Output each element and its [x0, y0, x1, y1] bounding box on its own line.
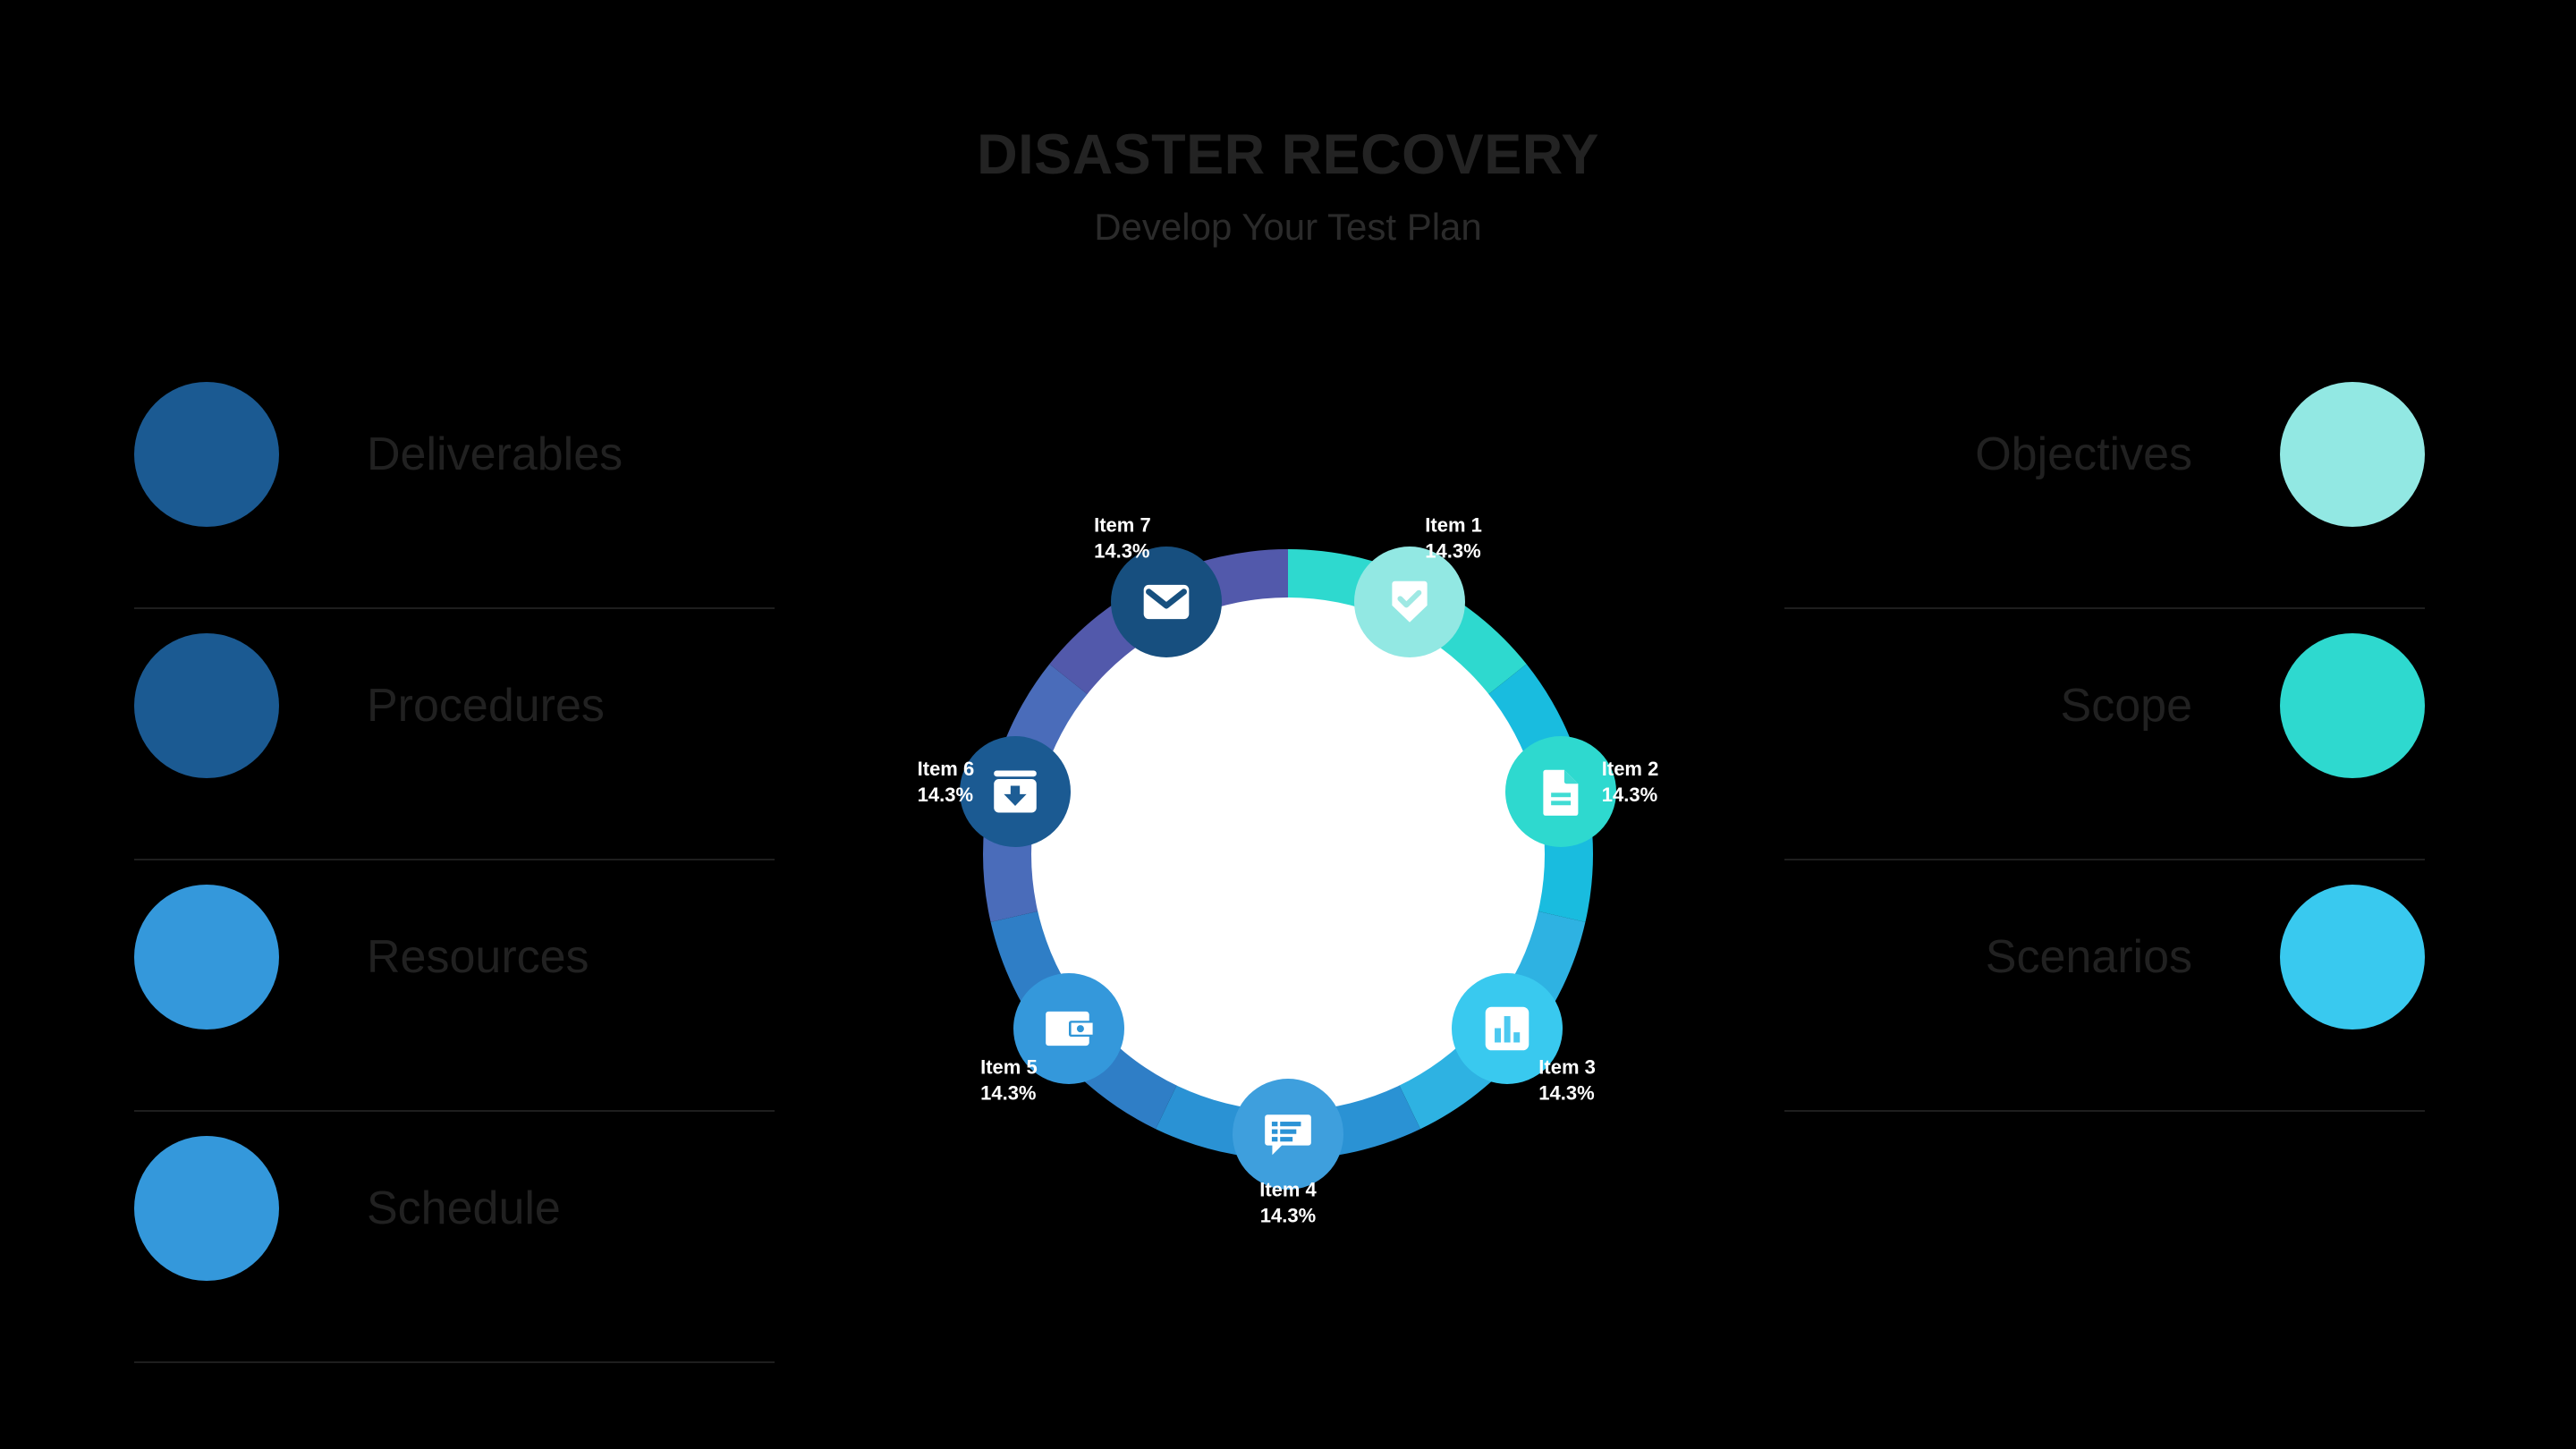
legend-divider — [134, 607, 775, 609]
download-box-icon[interactable] — [959, 736, 1071, 848]
legend-row-content: Schedule — [134, 1112, 775, 1305]
legend-label: Scenarios — [1985, 931, 2192, 983]
legend-row[interactable]: Resources — [134, 860, 775, 1112]
legend-row[interactable]: Scope — [1784, 609, 2425, 860]
legend-label: Objectives — [1975, 428, 2192, 480]
legend-label: Schedule — [367, 1182, 561, 1234]
legend-row-content: Objectives — [1784, 358, 2425, 551]
bar-chart-icon[interactable] — [1451, 973, 1563, 1085]
filled-circle-bullet-icon — [134, 633, 279, 778]
filled-circle-bullet-icon — [2280, 885, 2425, 1030]
legend-row[interactable]: Scenarios — [1784, 860, 2425, 1112]
chat-list-icon[interactable] — [1233, 1079, 1343, 1190]
filled-circle-bullet-icon — [134, 382, 279, 527]
legend-divider — [1784, 607, 2425, 609]
legend-row-content: Scope — [1784, 609, 2425, 802]
legend-divider — [1784, 859, 2425, 860]
legend-label: Procedures — [367, 680, 605, 732]
legend-label: Deliverables — [367, 428, 623, 480]
donut-chart-svg — [983, 549, 1593, 1159]
legend-label: Scope — [2060, 680, 2192, 732]
document-icon[interactable] — [1505, 736, 1617, 848]
page-subtitle: Develop Your Test Plan — [1094, 206, 1482, 249]
legend-divider — [1784, 1110, 2425, 1112]
legend-row-content: Deliverables — [134, 358, 775, 551]
filled-circle-bullet-icon — [134, 1136, 279, 1281]
legend-row-content: Scenarios — [1784, 860, 2425, 1054]
mail-icon[interactable] — [1111, 546, 1223, 657]
legend-row[interactable]: Objectives — [1784, 358, 2425, 609]
legend-divider — [134, 1110, 775, 1112]
filled-circle-bullet-icon — [134, 885, 279, 1030]
legend-row-content: Procedures — [134, 609, 775, 802]
legend-row-content: Resources — [134, 860, 775, 1054]
filled-circle-bullet-icon — [2280, 382, 2425, 527]
legend-label: Resources — [367, 931, 589, 983]
wallet-icon[interactable] — [1013, 973, 1125, 1085]
page-header: DISASTER RECOVERY Develop Your Test Plan — [0, 125, 2576, 247]
legend-row[interactable]: Procedures — [134, 609, 775, 860]
donut-center-disc — [1031, 597, 1545, 1111]
legend-divider — [134, 859, 775, 860]
legend-divider — [134, 1361, 775, 1363]
legend-row[interactable]: Schedule — [134, 1112, 775, 1363]
legend-row[interactable]: Deliverables — [134, 358, 775, 609]
page-title: DISASTER RECOVERY — [977, 123, 1599, 186]
filled-circle-bullet-icon — [2280, 633, 2425, 778]
shield-check-icon[interactable] — [1353, 546, 1465, 657]
